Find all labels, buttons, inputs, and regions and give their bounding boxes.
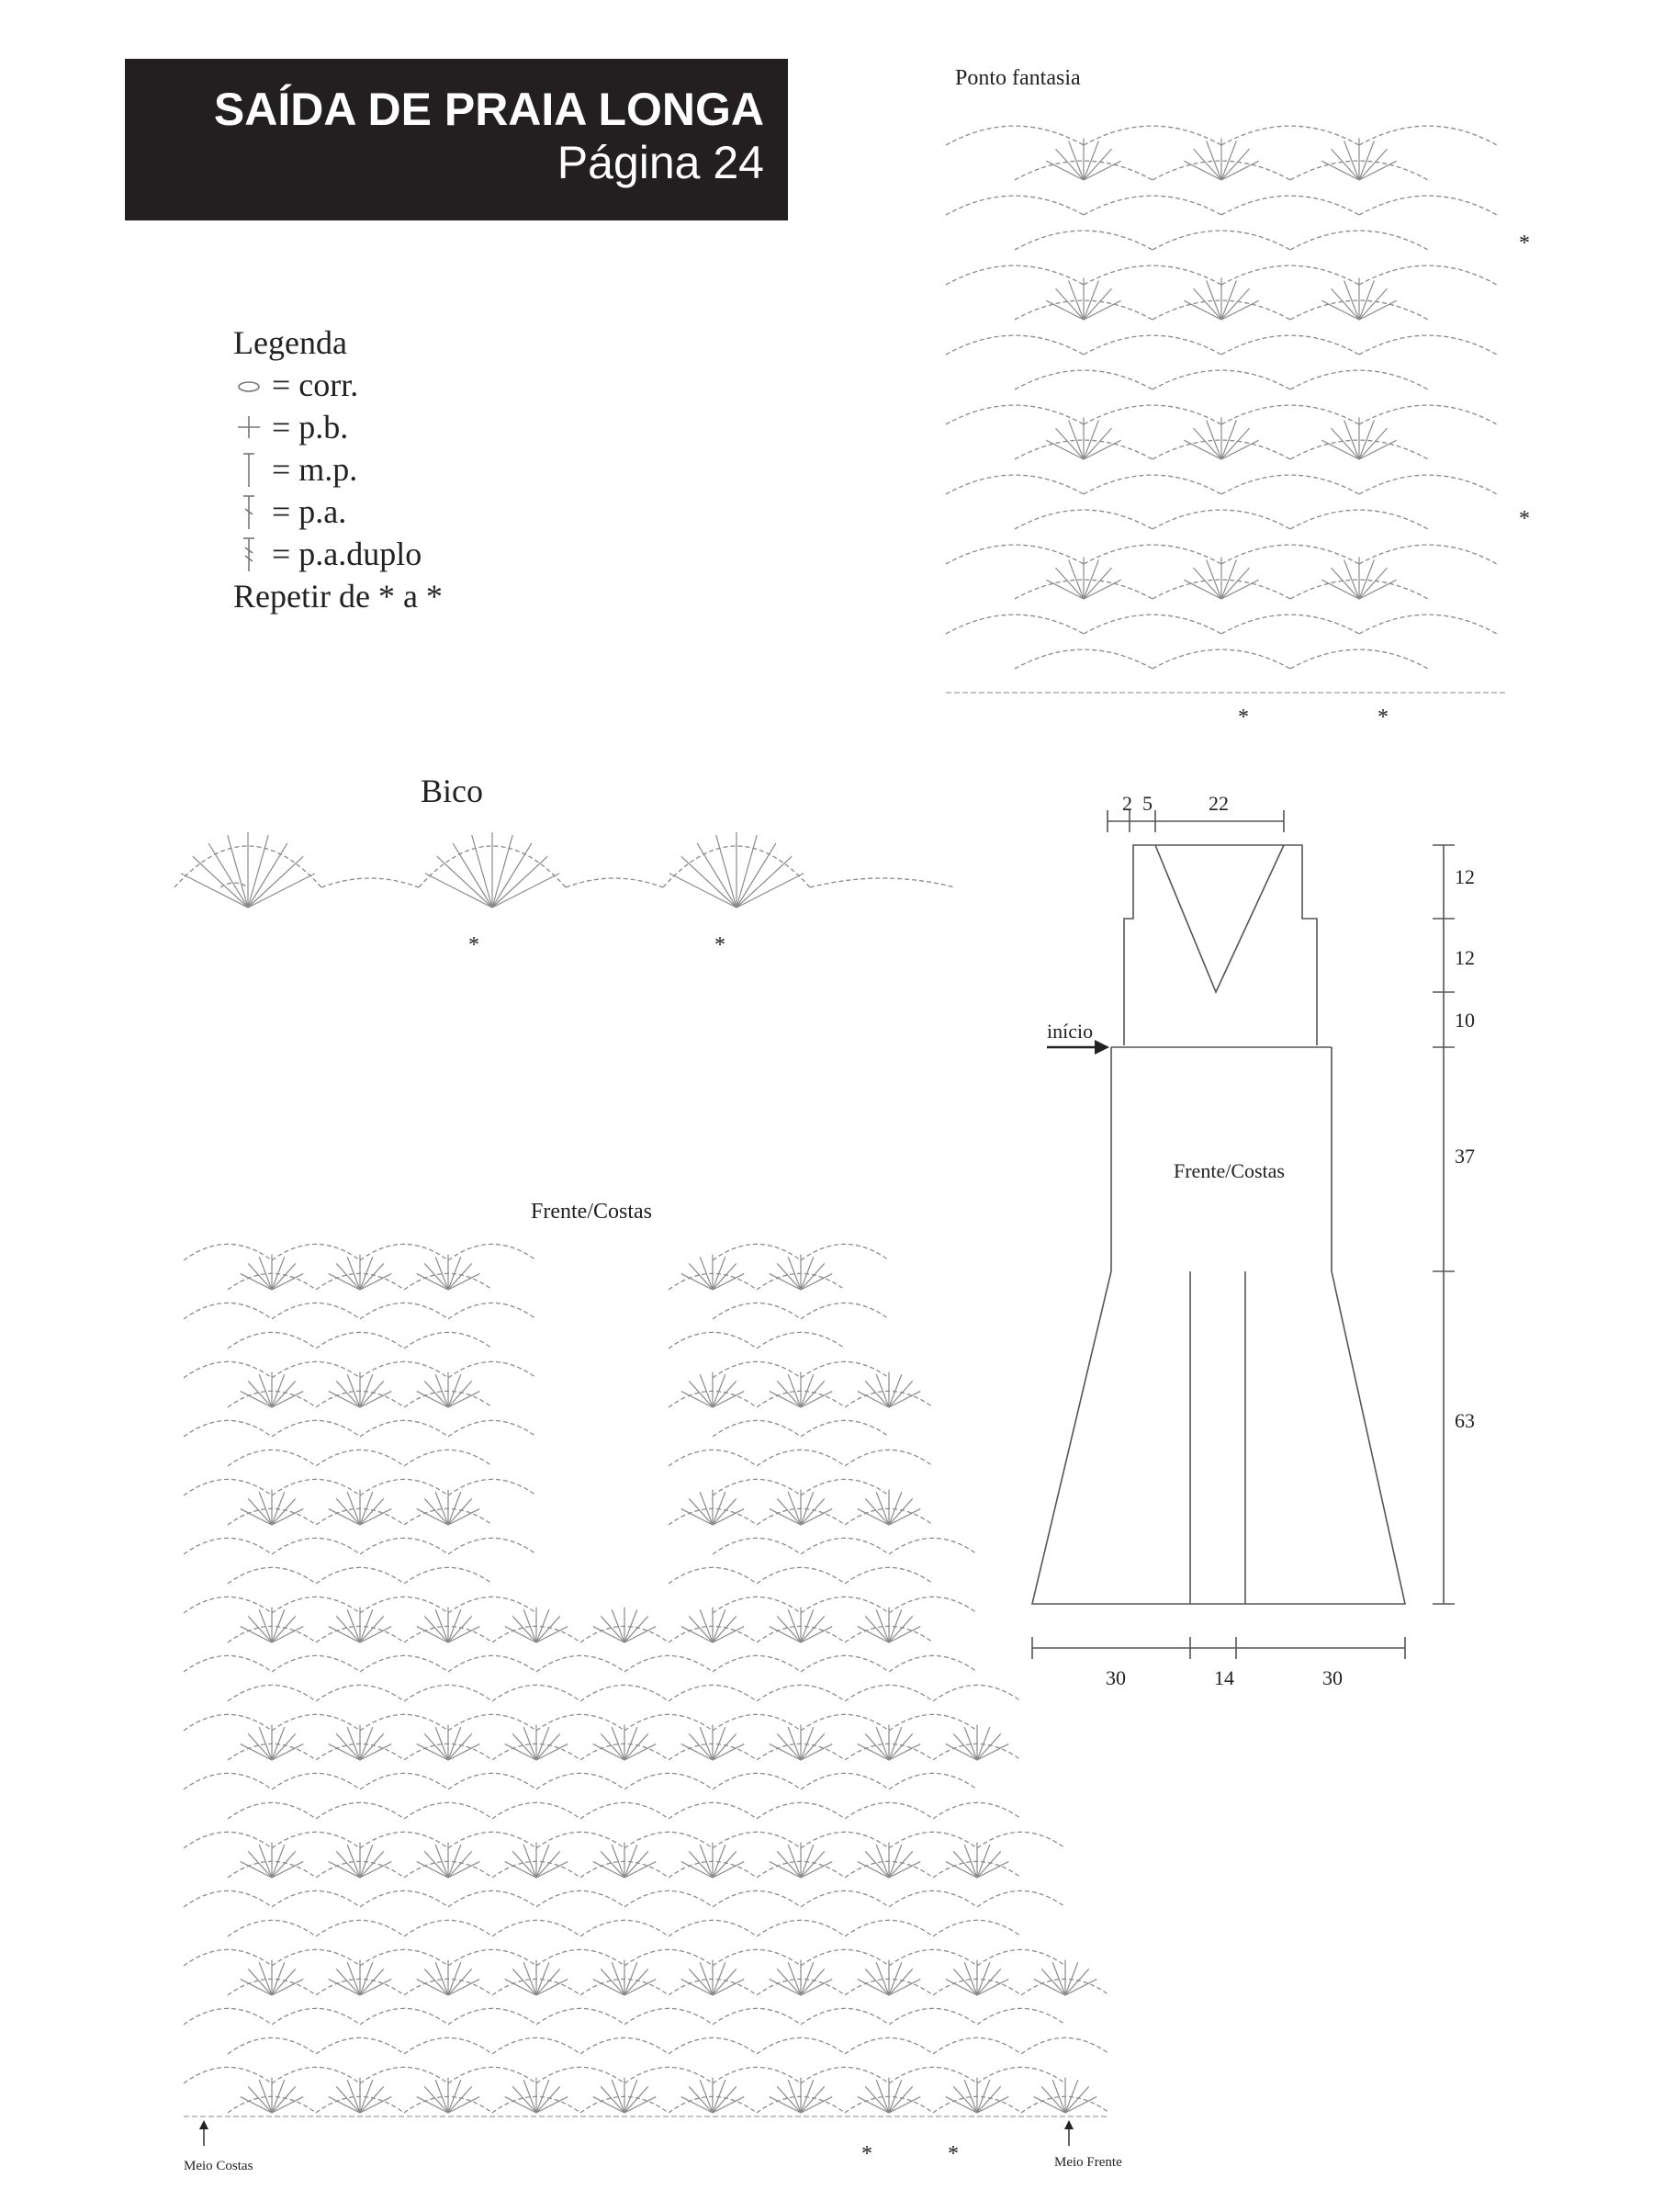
repeat-mark: * — [1519, 507, 1530, 531]
center-front-note: Meio Frente — [1054, 2155, 1122, 2170]
start-label: início — [1047, 1020, 1094, 1043]
repeat-mark: * — [714, 933, 725, 957]
measure-side: 63 — [1455, 1409, 1475, 1432]
legend-label: = corr. — [272, 367, 359, 403]
legend-label: = m.p. — [272, 451, 358, 488]
measure-bottom: 14 — [1214, 1666, 1234, 1689]
start-arrow-icon — [1095, 1040, 1109, 1055]
repeat-mark: * — [948, 2142, 959, 2166]
measure-top: 22 — [1209, 792, 1229, 815]
legend-item: = p.a.duplo — [233, 533, 443, 575]
center-back-note: Meio Costas — [184, 2159, 253, 2173]
single-crochet-icon — [233, 406, 272, 448]
legend-item: = p.b. — [233, 406, 443, 448]
repeat-note: Repetir de * a * — [233, 578, 443, 615]
edging-title: Bico — [421, 773, 483, 809]
repeat-mark: * — [861, 2142, 872, 2166]
chain-icon — [233, 364, 272, 406]
measure-side: 12 — [1455, 865, 1475, 888]
treble-crochet-icon — [233, 533, 272, 575]
legend-label: = p.a.duplo — [272, 536, 422, 572]
schematic-neckline — [1154, 844, 1285, 994]
schematic-bodice — [1123, 844, 1318, 1045]
half-double-crochet-icon — [233, 448, 272, 491]
page-title: SAÍDA DE PRAIA LONGA — [213, 84, 764, 135]
stitch-chart-title: Ponto fantasia — [955, 66, 1081, 90]
main-chart-title: Frente/Costas — [531, 1200, 652, 1224]
measure-bottom: 30 — [1322, 1666, 1343, 1689]
repeat-mark: * — [1519, 231, 1530, 255]
schematic-skirt — [1030, 1270, 1406, 1605]
repeat-mark: * — [1238, 705, 1249, 729]
measure-side: 10 — [1455, 1009, 1475, 1032]
measure-bottom: 30 — [1106, 1666, 1126, 1689]
measure-top: 2 — [1122, 792, 1132, 815]
legend-label: = p.b. — [272, 409, 349, 446]
page-subtitle: Página 24 — [557, 137, 764, 188]
measure-top: 5 — [1142, 792, 1153, 815]
legend-heading: Legenda — [233, 324, 347, 361]
repeat-mark: * — [1378, 705, 1389, 729]
legend: Legenda = corr. = p.b. = m.p. = p.a. = p… — [233, 322, 443, 617]
legend-label: = p.a. — [272, 493, 347, 530]
measure-side: 12 — [1455, 946, 1475, 969]
schematic-label: Frente/Costas — [1174, 1159, 1285, 1182]
title-banner: SAÍDA DE PRAIA LONGA Página 24 — [125, 59, 788, 220]
measure-side: 37 — [1455, 1145, 1475, 1168]
legend-item: = p.a. — [233, 491, 443, 533]
repeat-mark: * — [468, 933, 479, 957]
double-crochet-icon — [233, 491, 272, 533]
legend-item: = corr. — [233, 364, 443, 406]
legend-item: = m.p. — [233, 448, 443, 491]
